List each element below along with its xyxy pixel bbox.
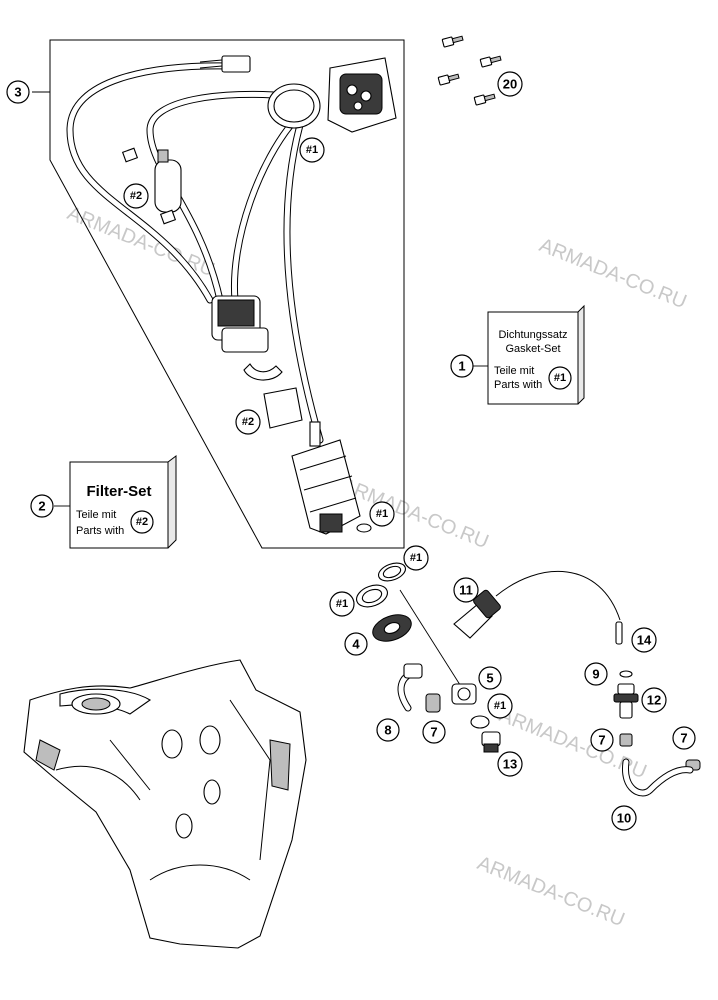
callout-7c-label: 7	[680, 731, 687, 746]
callout-9-label: 9	[592, 667, 599, 682]
ref-1-flange: #1	[299, 137, 325, 163]
callout-12-label: 12	[647, 693, 661, 708]
callout-10: 10	[611, 805, 637, 831]
watermark-1: ARMADA-CO.RU	[64, 202, 218, 281]
ref-1-motor: #1	[369, 501, 395, 527]
ref-2-sleeve: #2	[235, 409, 261, 435]
filter-set-title: Filter-Set	[86, 483, 151, 500]
filter-set-line1: Teile mit	[76, 509, 116, 521]
callout-4: 4	[344, 632, 368, 656]
ref-1-ring-lower: #1	[487, 693, 513, 719]
callout-10-label: 10	[617, 811, 631, 826]
ref-2-filter: #2	[123, 183, 149, 209]
callout-14-label: 14	[637, 633, 652, 648]
nut-part-4	[372, 614, 412, 642]
callout-7b-label: 7	[598, 733, 605, 748]
fuel-tank	[23, 659, 307, 949]
filter-set-line2: Parts with	[76, 525, 124, 537]
pump-assembly-frame	[49, 39, 405, 549]
callout-8: 8	[376, 718, 400, 742]
connector-part-5	[451, 683, 477, 705]
watermark-3: ARMADA-CO.RU	[338, 474, 492, 553]
ref-1-ring-top: #1	[403, 545, 429, 571]
callout-13: 13	[497, 751, 523, 777]
valve-part-12	[613, 683, 639, 719]
callout-7a-label: 7	[430, 725, 437, 740]
ref-1-ring-lower-label: #1	[494, 700, 506, 712]
callout-1-label: 1	[458, 359, 465, 374]
ref-1-ring-mid: #1	[329, 591, 355, 617]
callout-3: 3	[6, 80, 30, 104]
fuel-filter-small	[154, 159, 182, 213]
callout-2: 2	[30, 494, 54, 518]
pump-head	[211, 295, 283, 381]
callout-3-label: 3	[14, 85, 21, 100]
watermark-2: ARMADA-CO.RU	[536, 234, 690, 313]
callout-7a: 7	[422, 720, 446, 744]
callout-13-label: 13	[503, 757, 517, 772]
pin-part-14	[615, 621, 623, 645]
callout-2-label: 2	[38, 499, 45, 514]
gasket-set-line2: Gasket-Set	[505, 343, 560, 355]
fitting-parts	[356, 562, 701, 797]
gasket-set-line1: Dichtungssatz	[498, 329, 567, 341]
callout-1: 1	[450, 354, 474, 378]
gasket-set-ref: #1	[554, 372, 566, 384]
callout-12: 12	[641, 687, 667, 713]
sensor-part-11	[453, 570, 621, 639]
small-o-ring	[356, 523, 372, 533]
callout-9: 9	[584, 662, 608, 686]
screws	[437, 35, 502, 106]
callout-7c: 7	[672, 726, 696, 750]
callout-11-label: 11	[459, 583, 473, 598]
gasket-set-box: Dichtungssatz Gasket-Set Teile mit Parts…	[487, 304, 585, 405]
callout-8-label: 8	[384, 723, 391, 738]
gasket-set-line4: Parts with	[494, 379, 542, 391]
clamp-part-7a	[425, 693, 441, 713]
callout-14: 14	[631, 627, 657, 653]
filter-set-box: Filter-Set Teile mit Parts with #2	[69, 455, 177, 549]
o-ring-lower	[470, 715, 490, 729]
callout-5-label: 5	[486, 671, 493, 686]
callout-5: 5	[478, 666, 502, 690]
filter-set-ref: #2	[136, 516, 148, 528]
callout-4-label: 4	[352, 637, 360, 652]
callout-20-label: 20	[503, 77, 517, 92]
ring-part-9	[619, 670, 633, 678]
callout-20: 20	[497, 71, 523, 97]
gasket-set-line3: Teile mit	[494, 365, 534, 377]
pump-motor	[291, 421, 361, 535]
callout-11: 11	[453, 577, 479, 603]
ref-1-flange-label: #1	[306, 144, 318, 156]
callout-7b: 7	[590, 728, 614, 752]
clamp-part-7b	[619, 733, 633, 747]
nozzle-part-13	[481, 731, 501, 753]
ref-2-filter-label: #2	[130, 190, 142, 202]
ref-1-ring-top-label: #1	[410, 552, 422, 564]
filter-sleeve	[263, 387, 303, 429]
ref-1-motor-label: #1	[376, 508, 388, 520]
ref-1-ring-mid-label: #1	[336, 598, 348, 610]
watermark-6: ARMADA-CO.RU	[474, 852, 628, 931]
fuel-pump-assembly	[66, 55, 397, 535]
ref-2-sleeve-label: #2	[242, 416, 254, 428]
